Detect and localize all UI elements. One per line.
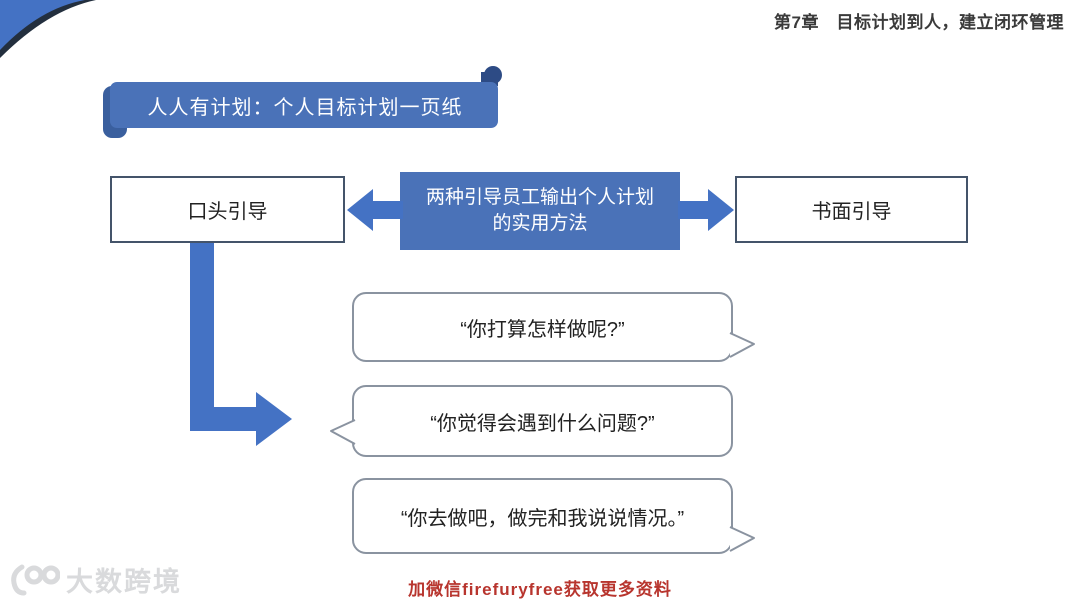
verbal-guidance-label: 口头引导 [187, 201, 268, 223]
watermark-logo-icon [11, 564, 60, 595]
arrow-right-icon [678, 189, 734, 231]
watermark-text: 大数跨境 [66, 567, 182, 597]
watermark: 大数跨境 [8, 560, 182, 599]
bubble-tail-left-icon [330, 419, 356, 445]
footer-note: 加微信firefuryfree获取更多资料 [408, 580, 672, 599]
arrow-left-icon [347, 189, 403, 231]
chapter-title: 第7章 目标计划到人，建立闭环管理 [774, 13, 1064, 32]
speech-bubble-2-text: “你觉得会遇到什么问题?” [430, 412, 655, 435]
speech-bubble-1-text: “你打算怎样做呢?” [460, 318, 625, 341]
written-guidance-box: 书面引导 [735, 176, 968, 243]
method-box: 两种引导员工输出个人计划 的实用方法 [400, 172, 680, 250]
speech-bubble-3: “你去做吧，做完和我说说情况。” [352, 478, 755, 554]
elbow-arrow-icon [190, 243, 292, 446]
speech-bubble-3-text: “你去做吧，做完和我说说情况。” [400, 507, 685, 530]
bubble-tail-right-icon [729, 526, 755, 552]
speech-bubble-1: “你打算怎样做呢?” [352, 292, 755, 362]
method-box-line2: 的实用方法 [492, 213, 588, 234]
method-box-line1: 两种引导员工输出个人计划 [425, 187, 654, 209]
banner-ribbon-icon [103, 66, 502, 138]
written-guidance-label: 书面引导 [811, 201, 892, 223]
verbal-guidance-box: 口头引导 [110, 176, 345, 243]
speech-bubble-2: “你觉得会遇到什么问题?” [330, 385, 733, 457]
bubble-tail-right-icon [729, 332, 755, 358]
corner-accent-icon [0, 0, 96, 58]
banner-title: 人人有计划：个人目标计划一页纸 [147, 96, 463, 119]
